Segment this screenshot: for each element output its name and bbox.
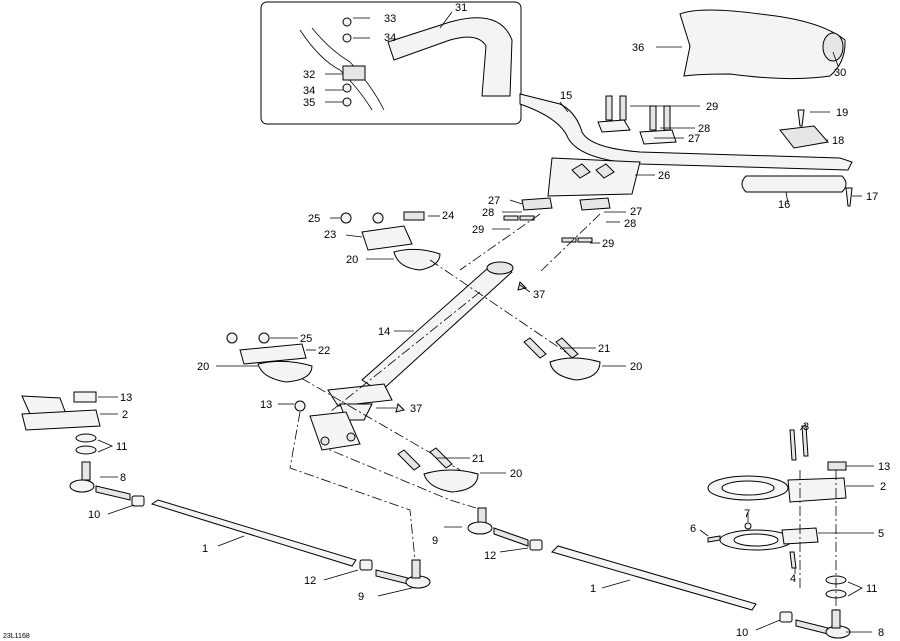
callout-9-left: 9 xyxy=(358,591,364,603)
callout-33: 33 xyxy=(384,13,396,25)
callout-25-lower: 25 xyxy=(300,333,312,345)
part-20-upper xyxy=(366,248,441,271)
parts-27-28-29-top xyxy=(597,95,700,145)
part-13-center xyxy=(278,400,405,451)
parts-20-21-lower xyxy=(397,447,506,493)
callout-24: 24 xyxy=(442,210,454,222)
callout-27-mid-left: 27 xyxy=(488,195,500,207)
callout-29-top: 29 xyxy=(706,101,718,113)
part-36-guard xyxy=(656,9,846,80)
part-16-grip xyxy=(741,175,862,207)
callout-4: 4 xyxy=(790,573,796,585)
callout-14: 14 xyxy=(378,326,390,338)
part-1-tie-rod-left xyxy=(150,499,462,597)
callout-5: 5 xyxy=(878,528,884,540)
callout-7: 7 xyxy=(744,508,750,520)
callout-37-upper: 37 xyxy=(533,289,545,301)
callout-37-lower: 37 xyxy=(410,403,422,415)
callout-10-left: 10 xyxy=(88,509,100,521)
callout-8-right: 8 xyxy=(878,627,884,639)
callout-29-mid-right: 29 xyxy=(602,238,614,250)
callout-28-top: 28 xyxy=(698,123,710,135)
left-tie-rod-assembly xyxy=(21,391,145,515)
callout-1-right: 1 xyxy=(590,583,596,595)
callout-2-right: 2 xyxy=(880,481,886,493)
callout-3: 3 xyxy=(803,421,809,433)
callout-34b: 34 xyxy=(303,85,315,97)
callout-31: 31 xyxy=(455,2,467,14)
part-21-right xyxy=(523,337,626,381)
callout-13-right: 13 xyxy=(878,461,890,473)
callout-28-mid-left: 28 xyxy=(482,207,494,219)
callout-22: 22 xyxy=(318,345,330,357)
callout-13-center: 13 xyxy=(260,399,272,411)
callout-11-left: 11 xyxy=(116,441,127,453)
callout-13-left: 13 xyxy=(120,392,132,404)
callout-28-mid-right: 28 xyxy=(624,218,636,230)
part-18-clamp xyxy=(779,109,830,149)
drawing-code: 23L1168 xyxy=(3,633,30,640)
part-15-handlebar xyxy=(519,93,853,171)
callout-26: 26 xyxy=(658,170,670,182)
callout-2-left: 2 xyxy=(122,409,128,421)
callout-1-left: 1 xyxy=(202,543,208,555)
callout-17: 17 xyxy=(866,191,878,203)
callout-20-left: 20 xyxy=(197,361,209,373)
callout-21-right: 21 xyxy=(598,343,610,355)
right-bracket-assembly xyxy=(699,423,874,610)
callout-12-left: 12 xyxy=(304,575,316,587)
callout-34: 34 xyxy=(384,32,396,44)
callout-20-right: 20 xyxy=(630,361,642,373)
callout-20-upper: 20 xyxy=(346,254,358,266)
callout-8-left: 8 xyxy=(120,472,126,484)
callout-29-mid-left: 29 xyxy=(472,224,484,236)
center-ball-joint xyxy=(467,507,543,553)
callout-30: 30 xyxy=(834,67,846,79)
callout-15: 15 xyxy=(560,90,572,102)
callout-12-center: 12 xyxy=(484,550,496,562)
callout-18: 18 xyxy=(832,135,844,147)
callout-27-mid-right: 27 xyxy=(630,206,642,218)
callout-11-right: 11 xyxy=(866,583,877,595)
callout-9-center: 9 xyxy=(432,535,438,547)
parts-23-24-25 xyxy=(330,211,440,251)
callout-36: 36 xyxy=(632,42,644,54)
part-14-steering-column xyxy=(327,261,531,421)
inset-detail xyxy=(260,1,522,125)
callout-20-lower: 20 xyxy=(510,468,522,480)
callout-32: 32 xyxy=(303,69,315,81)
part-1-tie-rod-right xyxy=(551,545,872,639)
parts-20-22-25-left xyxy=(216,332,316,383)
callout-27-top: 27 xyxy=(688,133,700,145)
callout-21-lower: 21 xyxy=(472,453,484,465)
callout-19: 19 xyxy=(836,107,848,119)
callout-16: 16 xyxy=(778,199,790,211)
callout-labels: 31 33 34 32 34 35 36 30 15 29 19 28 27 1… xyxy=(3,2,890,640)
callout-10-right: 10 xyxy=(736,627,748,639)
part-26-riser-bracket xyxy=(547,157,655,197)
callout-23: 23 xyxy=(324,229,336,241)
callout-6: 6 xyxy=(690,523,696,535)
callout-25-upper: 25 xyxy=(308,213,320,225)
callout-35: 35 xyxy=(303,97,315,109)
parts-27-28-29-middle xyxy=(459,197,626,273)
